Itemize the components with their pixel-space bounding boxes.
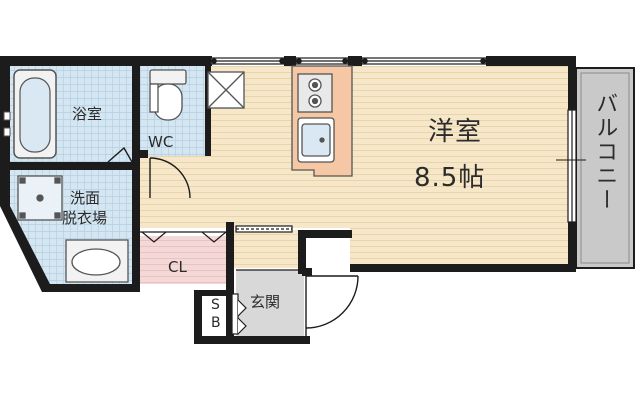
shoe-box-label-1: S (211, 297, 220, 313)
refrigerator-space (207, 71, 245, 109)
closet-fixtures (138, 225, 293, 243)
balcony-label: バルコニー (592, 92, 618, 212)
doors (107, 146, 359, 336)
bathtub (13, 69, 57, 159)
closet-label: CL (168, 258, 187, 276)
washroom-label-2: 脱衣場 (62, 209, 108, 227)
entrance-fixtures (231, 269, 302, 335)
balcony (575, 67, 635, 269)
western-room-size: 8.5帖 (414, 163, 486, 193)
washroom-label-1: 洗面 (70, 189, 101, 207)
bathroom-label: 浴室 (72, 105, 103, 123)
shoe-box-label-2: B (211, 315, 221, 331)
windows (210, 57, 487, 65)
kitchen (291, 65, 353, 177)
wash-basin (65, 239, 129, 283)
washer-space (17, 175, 63, 221)
western-room-label: 洋室 (428, 117, 483, 147)
toilet-label: WC (148, 133, 174, 151)
toilet-fixture (149, 69, 187, 121)
shower-fixtures (3, 111, 11, 137)
balcony-window (556, 109, 586, 223)
entrance-label: 玄関 (250, 293, 281, 311)
